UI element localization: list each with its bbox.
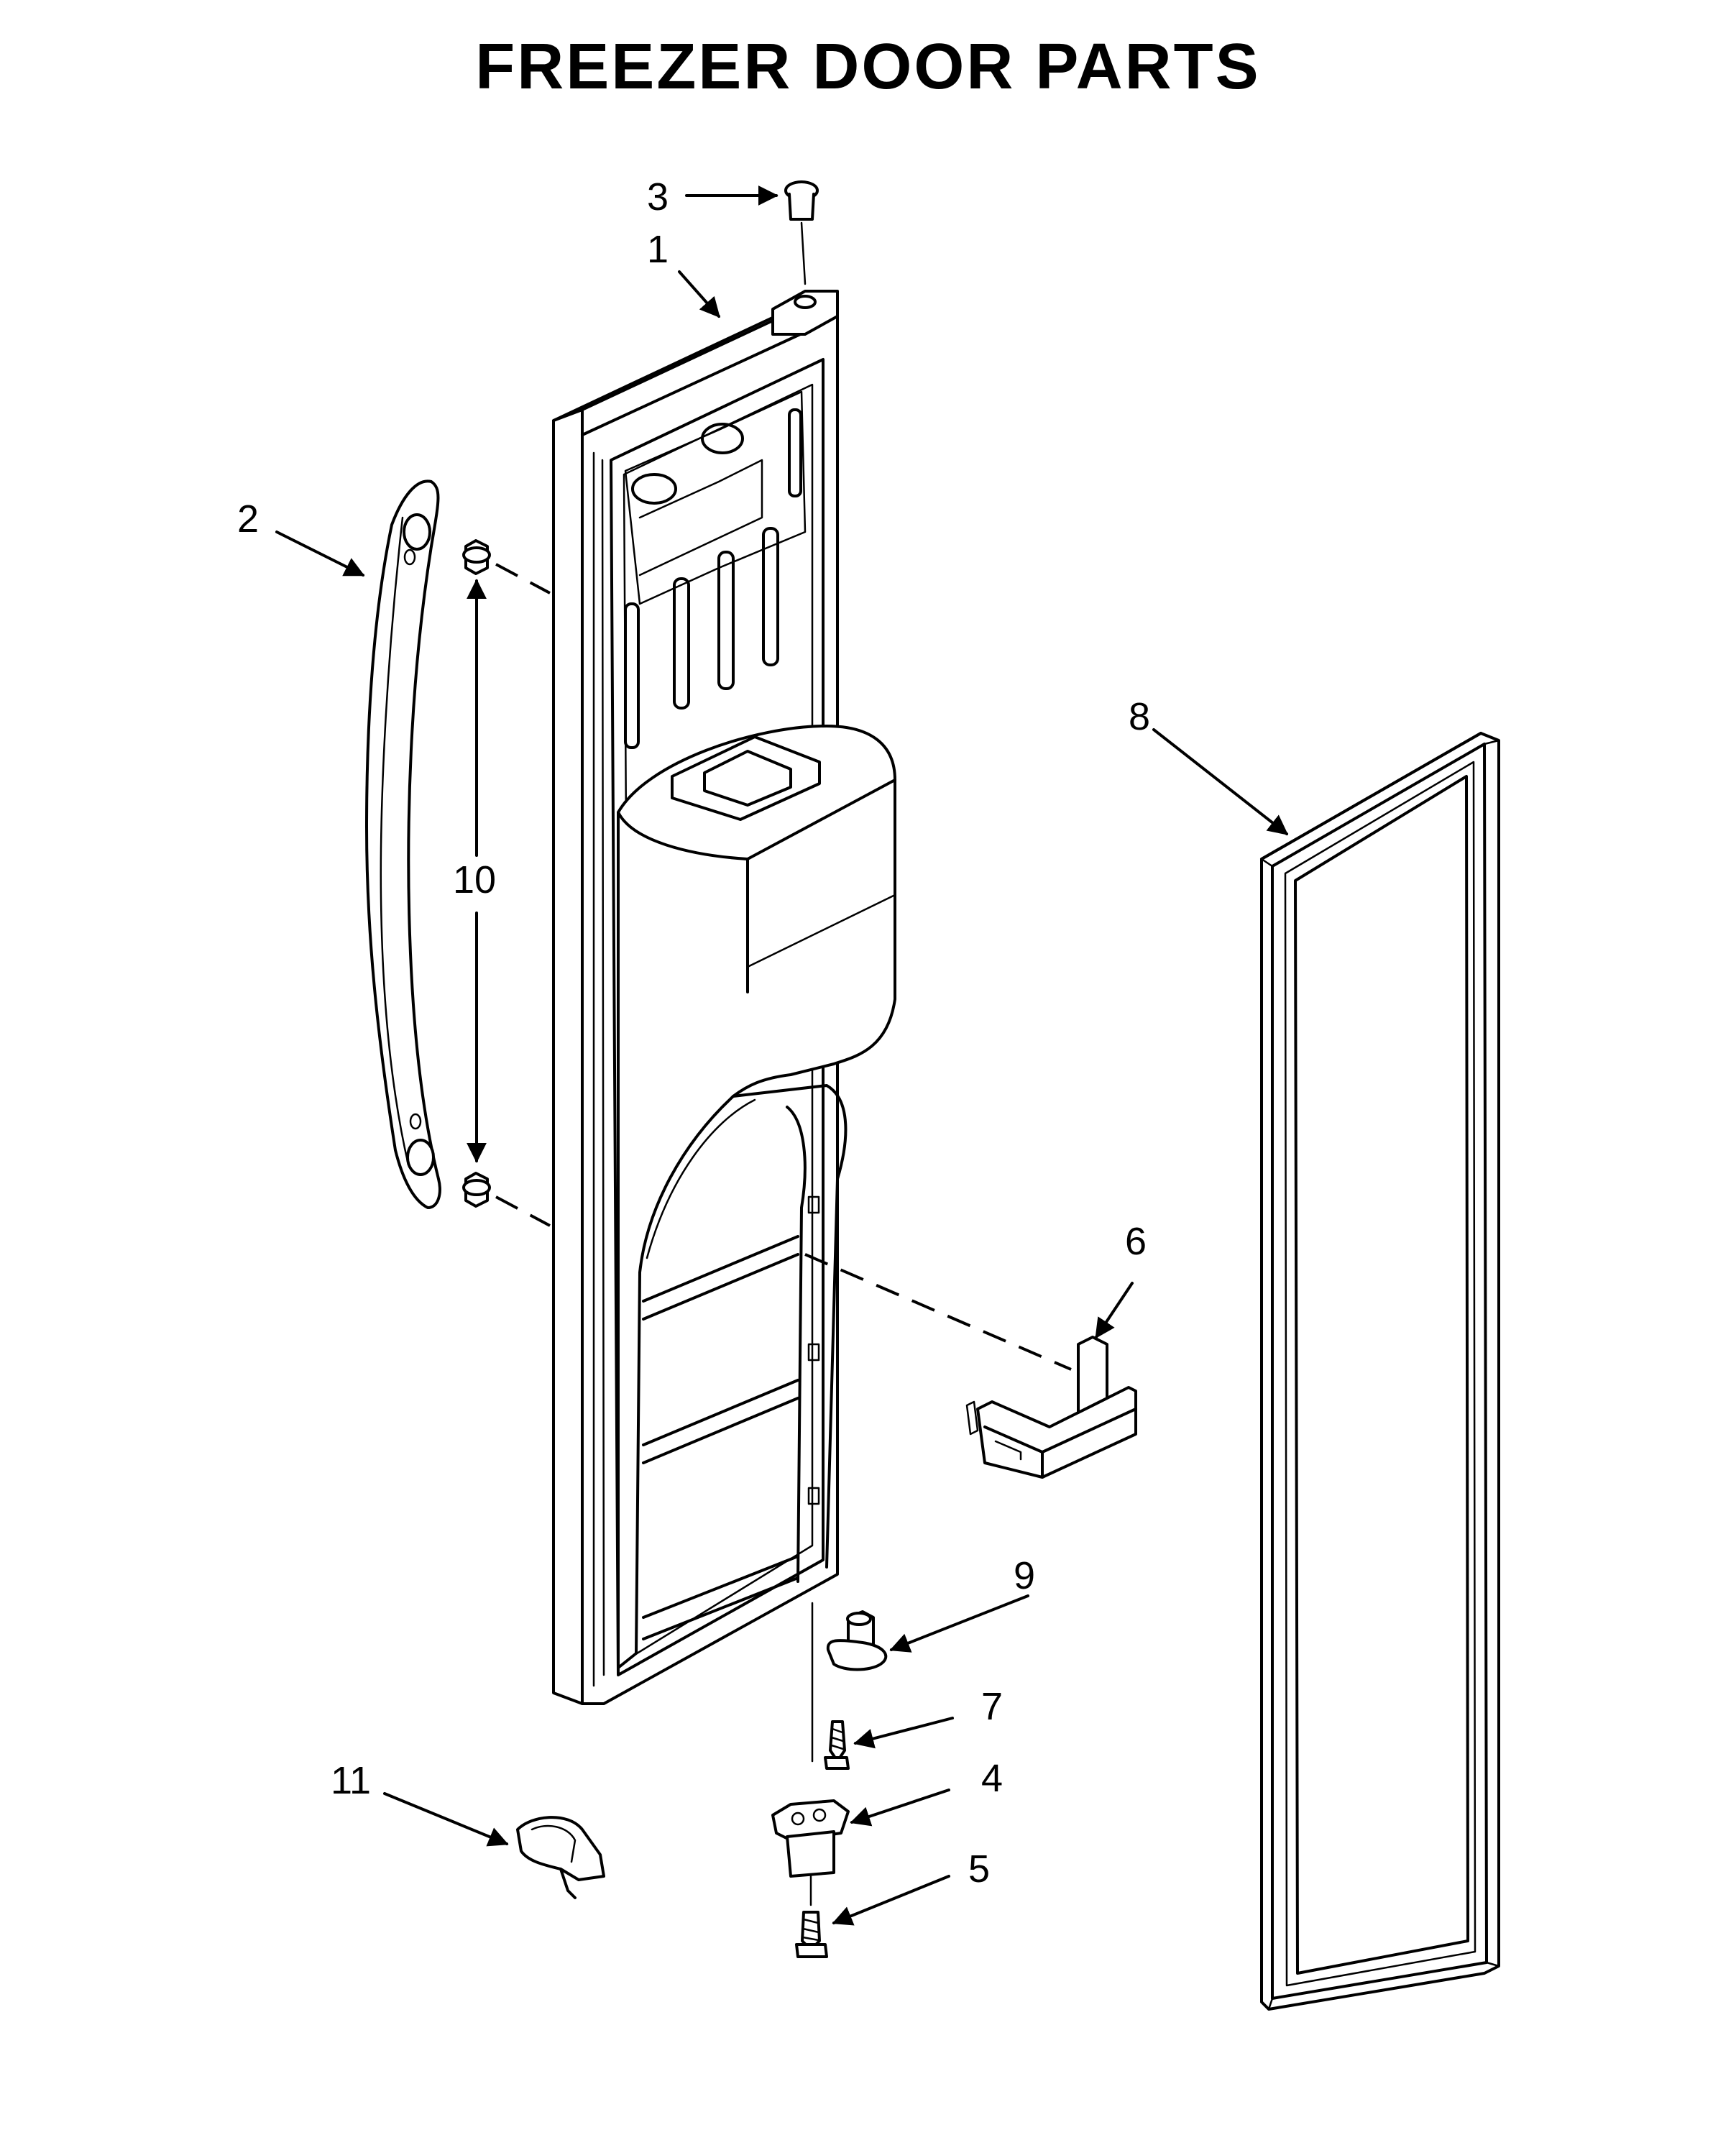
door-handle: [365, 479, 441, 1209]
wire-clip: [516, 1816, 605, 1899]
callout-5: 5: [968, 1847, 990, 1891]
leader-6: [1095, 1282, 1134, 1339]
callout-8: 8: [1129, 695, 1150, 738]
leader-8: [1152, 728, 1289, 835]
leader-9: [889, 1594, 1029, 1653]
door-gasket: [1260, 732, 1500, 2011]
callout-labels: 3 1 2 10 8 6 9 7 4 5 11: [237, 175, 1150, 1891]
freezer-door: [552, 290, 896, 1705]
door-bin: [804, 1253, 1137, 1479]
liner-slots: [624, 408, 802, 749]
top-hinge-cap: [784, 180, 819, 285]
diagram-title: FREEZER DOOR PARTS: [475, 31, 1261, 103]
callout-10: 10: [453, 858, 496, 901]
leader-arrows: [275, 185, 1289, 1926]
callout-3: 3: [647, 175, 669, 219]
dispenser-housing: [617, 725, 896, 1669]
callout-9: 9: [1014, 1554, 1035, 1597]
callout-11: 11: [331, 1759, 371, 1802]
bottom-hinge: [771, 1799, 850, 1906]
leader-2: [275, 531, 365, 577]
leader-1: [678, 270, 720, 318]
hinge-pin-bushing: [811, 1602, 888, 1763]
callout-4: 4: [981, 1757, 1003, 1800]
leader-11: [383, 1792, 509, 1847]
handle-studs: [462, 539, 551, 1227]
leader-5: [832, 1875, 950, 1926]
hinge-screw-upper: [824, 1720, 850, 1770]
hinge-screw-lower: [795, 1911, 828, 1958]
stud-upper: [462, 539, 491, 575]
callout-7: 7: [981, 1685, 1003, 1728]
gasket-channel: [592, 451, 605, 1687]
stud-lower: [462, 1172, 491, 1208]
callout-6: 6: [1125, 1220, 1147, 1263]
leader-7: [853, 1717, 954, 1749]
leader-4: [850, 1789, 950, 1827]
callout-2: 2: [237, 497, 259, 541]
callout-1: 1: [647, 228, 669, 271]
